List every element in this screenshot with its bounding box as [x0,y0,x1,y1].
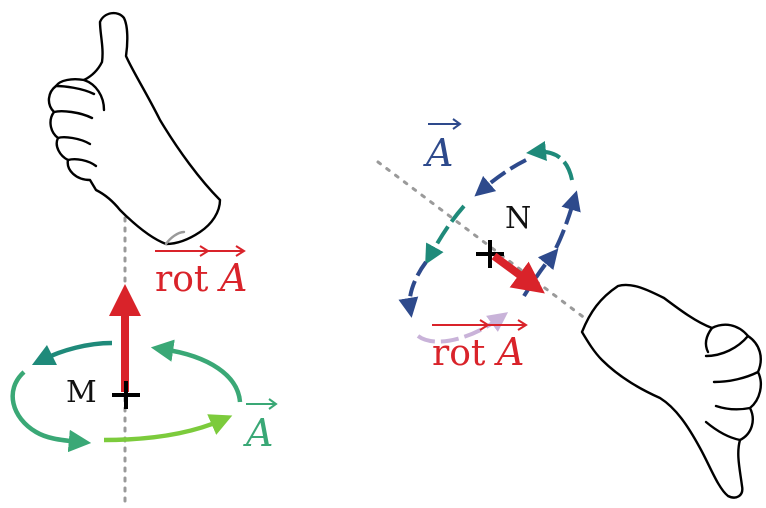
right-point-label: N [505,201,531,236]
left-field-arrow-top-right [150,339,243,403]
right-field-label: A [423,131,453,175]
thumbs-up-hand-icon [47,11,222,246]
right-field-overarrow [428,118,462,130]
left-curl-label: rot A [155,245,247,300]
right-field-arrow-top-left [474,158,527,197]
right-field-arrow-left-upper [425,204,466,265]
left-figure: rot A M A [10,11,278,507]
right-curl-label-a: A [494,330,524,374]
right-curl-overarrow [432,319,528,331]
right-field-arrow-left-lower [398,260,428,318]
left-curl-overarrow [155,245,246,257]
right-curl-label-rot: rot [432,333,486,374]
left-field-overarrow [246,398,278,410]
left-field-arrow-bottom [103,414,233,443]
right-figure: A N rot A [376,118,762,499]
right-curl-label: rot A [432,319,528,374]
left-field-arrow-left [10,370,92,453]
left-point-label: M [66,375,97,410]
right-field-arrow-top [526,141,574,181]
right-field-arrow-right-upper [554,190,581,249]
left-field-arrow-top-left [31,340,113,366]
right-curl-arrow [491,252,545,294]
right-point-cross [476,240,504,268]
left-curl-label-a: A [217,256,247,300]
left-curl-label-rot: rot [155,259,209,300]
thumbs-down-hand-icon [580,283,762,499]
left-point-cross [112,381,140,409]
left-field-label: A [243,411,273,455]
